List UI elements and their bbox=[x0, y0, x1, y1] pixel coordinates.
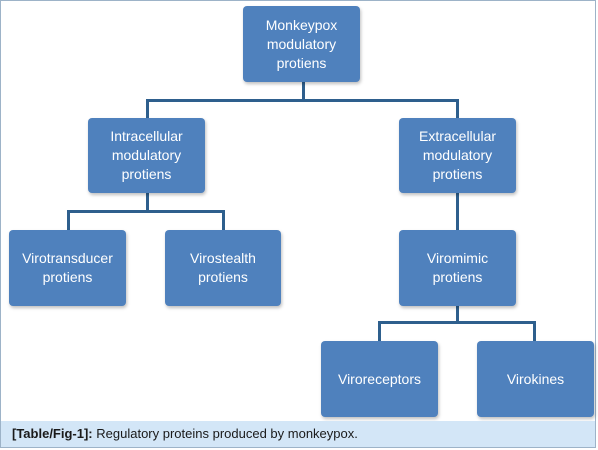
node-virotransducer-label: Virotransducer protiens bbox=[22, 250, 113, 285]
node-virostealth: Virostealth protiens bbox=[165, 230, 281, 306]
node-virokines-label: Virokines bbox=[506, 370, 565, 387]
node-intracellular-label: Intracellular modulatory protiens bbox=[110, 128, 183, 182]
connector-intracellular-down bbox=[146, 193, 149, 212]
node-viromimic: Viromimic protiens bbox=[399, 230, 516, 306]
node-viroreceptors: Viroreceptors bbox=[321, 341, 438, 417]
figure-caption: [Table/Fig-1]: Regulatory proteins produ… bbox=[1, 421, 595, 447]
node-extracellular-label: Extracellular modulatory protiens bbox=[418, 128, 497, 182]
connector-level3-bar bbox=[378, 321, 536, 324]
connector-to-intracellular bbox=[146, 99, 149, 118]
connector-to-viroreceptors bbox=[378, 321, 381, 341]
connector-level1-bar bbox=[146, 99, 459, 102]
connector-extracellular-to-viromimic bbox=[456, 193, 459, 230]
connector-to-virotransducer bbox=[67, 210, 70, 230]
node-viromimic-label: Viromimic protiens bbox=[426, 250, 489, 285]
node-extracellular: Extracellular modulatory protiens bbox=[399, 118, 516, 193]
node-root-label: Monkeypox modulatory protiens bbox=[265, 16, 338, 71]
connector-level2-left-bar bbox=[67, 210, 225, 213]
caption-text: Regulatory proteins produced by monkeypo… bbox=[96, 426, 358, 441]
node-viroreceptors-label: Viroreceptors bbox=[337, 370, 421, 387]
node-virotransducer: Virotransducer protiens bbox=[9, 230, 126, 306]
connector-to-extracellular bbox=[456, 99, 459, 118]
connector-viromimic-down bbox=[456, 306, 459, 323]
node-root: Monkeypox modulatory protiens bbox=[243, 6, 360, 82]
node-virokines: Virokines bbox=[477, 341, 594, 417]
connector-to-virokines bbox=[533, 321, 536, 341]
hierarchy-diagram: Monkeypox modulatory protiens Intracellu… bbox=[9, 6, 594, 417]
node-intracellular: Intracellular modulatory protiens bbox=[88, 118, 205, 193]
connector-to-virostealth bbox=[222, 210, 225, 230]
node-virostealth-label: Virostealth protiens bbox=[190, 250, 256, 285]
connector-root-down bbox=[302, 82, 305, 101]
caption-label: [Table/Fig-1]: bbox=[12, 426, 93, 441]
